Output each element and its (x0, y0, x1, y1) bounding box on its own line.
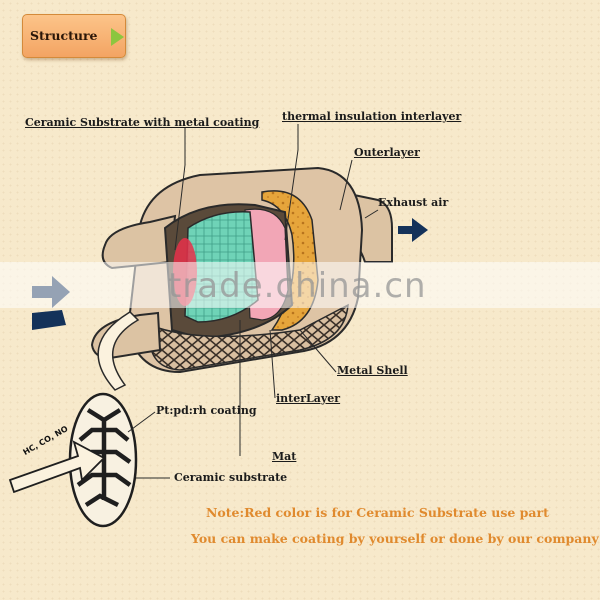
gas-inlet-arrow (8, 440, 106, 494)
note-line-2: You can make coating by yourself or done… (191, 531, 599, 546)
honeycomb-cells (76, 408, 132, 508)
arrow-right-icon (111, 28, 124, 46)
label-mat: Mat (272, 450, 297, 463)
label-outerlayer: Outerlayer (354, 146, 420, 159)
label-metal-shell: Metal Shell (337, 364, 408, 377)
structure-title: Structure (30, 28, 98, 43)
outlet-flow-arrow (398, 218, 428, 242)
inlet-cone (101, 214, 177, 270)
watermark-band (0, 262, 600, 308)
flow-bend (97, 311, 140, 391)
label-exhaust-air: Exhaust air (378, 196, 449, 209)
leader-lines (127, 124, 379, 479)
label-ceramic-substrate-metal: Ceramic Substrate with metal coating (25, 116, 260, 129)
watermark-text: trade.china.cn (168, 266, 427, 306)
inlet-flow-arrow-lower (32, 310, 66, 330)
label-ceramic-substrate: Ceramic substrate (174, 471, 288, 484)
label-pt-pd-rh: Pt:pd:rh coating (156, 404, 257, 417)
note-line-1: Note:Red color is for Ceramic Substrate … (206, 505, 549, 520)
label-thermal-insulation: thermal insulation interlayer (282, 110, 462, 123)
mat-band (148, 303, 349, 371)
label-interlayer: interLayer (276, 392, 341, 405)
structure-tab[interactable]: Structure (22, 14, 126, 58)
